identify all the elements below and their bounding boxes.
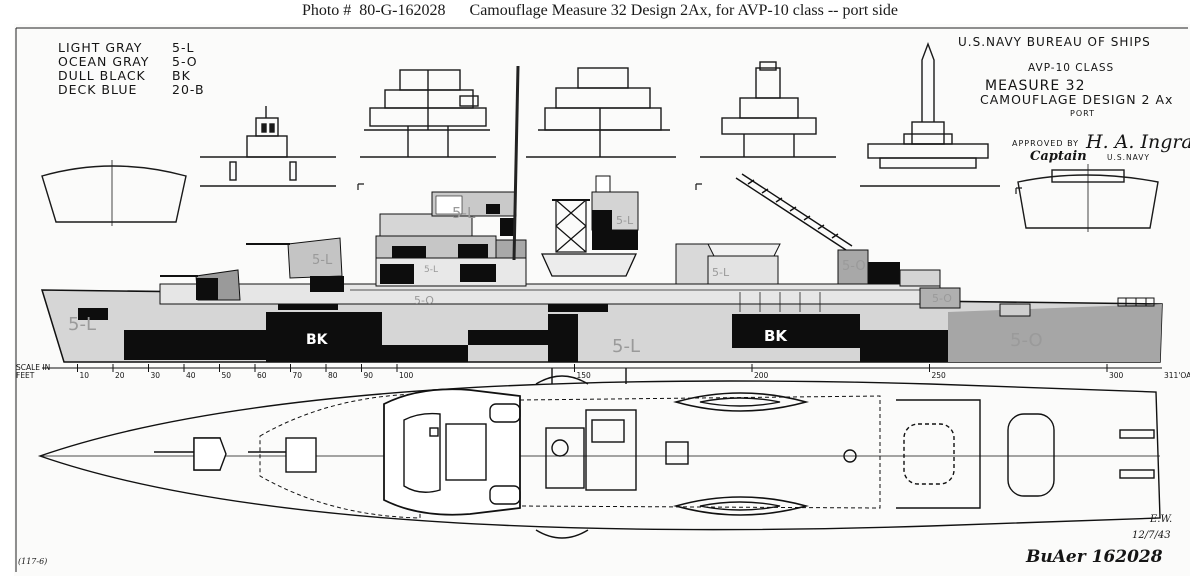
- label-crane-5o: 5-O: [842, 259, 866, 274]
- label-turret-5l: 5-L: [312, 253, 333, 268]
- scale-tick-label: 70: [293, 371, 303, 380]
- section-views: [41, 42, 1159, 232]
- approver-service: U.S.NAVY: [1107, 153, 1150, 162]
- title-design: CAMOUFLAGE DESIGN 2 Ax: [980, 92, 1173, 107]
- scale-tick-label: 200: [754, 371, 769, 380]
- approved-label: APPROVED BY: [1012, 139, 1079, 148]
- legend-name-light-gray: LIGHT GRAY: [58, 40, 142, 55]
- camouflage-drawing: LIGHT GRAY 5-L OCEAN GRAY 5-O DULL BLACK…: [15, 27, 1190, 572]
- annotations: E.W. 12/7/43 BuAer 162028 (117-6): [18, 514, 1172, 567]
- section-view-4: [700, 61, 836, 158]
- scale-tick-label: 10: [80, 371, 90, 380]
- hull-ocean-gray-stern: [948, 304, 1162, 362]
- section-view-5: [860, 42, 1000, 187]
- label-bridge-5l-small: 5-L: [424, 265, 438, 275]
- corner-mark: (117-6): [18, 557, 47, 566]
- label-bk-forward: BK: [306, 332, 329, 348]
- scale-tick-label: 100: [399, 371, 414, 380]
- scale-tick-label: 80: [328, 371, 338, 380]
- label-stern-5o: 5-O: [1010, 330, 1043, 351]
- legend-code-dull-black: BK: [172, 68, 191, 83]
- section-cut-marks: [357, 183, 1022, 194]
- legend-name-ocean-gray: OCEAN GRAY: [58, 54, 149, 69]
- legend-code-ocean-gray: 5-O: [172, 54, 198, 69]
- ship-profile: 5-L BK 5-L BK 5-O 5-L 5-L 5-L 5-O 5-L 5-…: [40, 65, 1163, 363]
- label-bridge-5l: 5-L: [452, 204, 476, 222]
- drawing-date: 12/7/43: [1132, 530, 1171, 541]
- scale-tick-label: 30: [151, 371, 161, 380]
- plan-hull-outline: [37, 380, 1161, 531]
- photo-caption: Photo # 80-G-162028 Camouflage Measure 3…: [0, 2, 1200, 20]
- blueprint-sheet: LIGHT GRAY 5-L OCEAN GRAY 5-O DULL BLACK…: [14, 24, 1190, 576]
- scale-tick-label: 300: [1109, 371, 1124, 380]
- photo-number: Photo # 80-G-162028: [301, 2, 446, 19]
- scale-tick-label: 90: [364, 371, 374, 380]
- label-bk-aft: BK: [764, 327, 788, 345]
- hull-black-patches: [78, 308, 948, 362]
- scale-tick-label: 40: [186, 371, 196, 380]
- legend-code-deck-blue: 20-B: [172, 82, 205, 97]
- legend-code-light-gray: 5-L: [172, 40, 194, 55]
- label-bow-5l: 5-L: [68, 314, 96, 335]
- legend-name-deck-blue: DECK BLUE: [58, 82, 137, 97]
- title-ship-class: AVP-10 CLASS: [1028, 62, 1114, 74]
- title-agency: U.S.NAVY BUREAU OF SHIPS: [958, 35, 1151, 49]
- scale-tick-label: 20: [115, 371, 125, 380]
- scale-tick-label: 50: [222, 371, 232, 380]
- label-mid-5l: 5-L: [612, 336, 640, 357]
- stern-end-view: [1017, 174, 1159, 229]
- paint-legend: LIGHT GRAY 5-L OCEAN GRAY 5-O DULL BLACK…: [58, 40, 205, 97]
- label-deck-5o: 5-O: [414, 294, 434, 307]
- label-aft-5o: 5-O: [932, 292, 952, 305]
- legend-name-dull-black: DULL BLACK: [58, 68, 146, 83]
- title-block: U.S.NAVY BUREAU OF SHIPS AVP-10 CLASS ME…: [958, 35, 1190, 164]
- drafter-initials: E.W.: [1149, 514, 1172, 525]
- scale-label-bottom: FEET: [16, 371, 35, 380]
- scale-bar: SCALE IN FEET 10 20 30 40 50 60 70 80 90 100 150 20…: [16, 363, 1190, 380]
- photo-description: Camouflage Measure 32 Design 2Ax, for AV…: [469, 2, 899, 19]
- scale-label-top: SCALE IN: [16, 363, 50, 372]
- scale-tick-label: 250: [932, 371, 947, 380]
- bow-end-view: [41, 165, 187, 223]
- scale-tick-label: 150: [577, 371, 592, 380]
- title-measure: MEASURE 32: [985, 78, 1085, 94]
- approval-signature: H. A. Ingram: [1085, 131, 1190, 153]
- label-boat-5l: 5-L: [712, 266, 730, 279]
- title-side: PORT: [1070, 109, 1095, 118]
- approver-rank: Captain: [1030, 149, 1087, 164]
- section-view-1: [200, 106, 336, 187]
- section-view-3: [526, 67, 676, 158]
- scale-tick-label: 60: [257, 371, 267, 380]
- scale-end-label: 311'OA: [1164, 371, 1190, 380]
- scale-ticks: 10 20 30 40 50 60 70 80 90 100 150 200 250 300: [77, 364, 1124, 380]
- ship-plan-view: [37, 368, 1161, 539]
- negative-number: BuAer 162028: [1025, 547, 1163, 567]
- section-view-2: [360, 69, 496, 158]
- label-mast-5l: 5-L: [616, 214, 634, 227]
